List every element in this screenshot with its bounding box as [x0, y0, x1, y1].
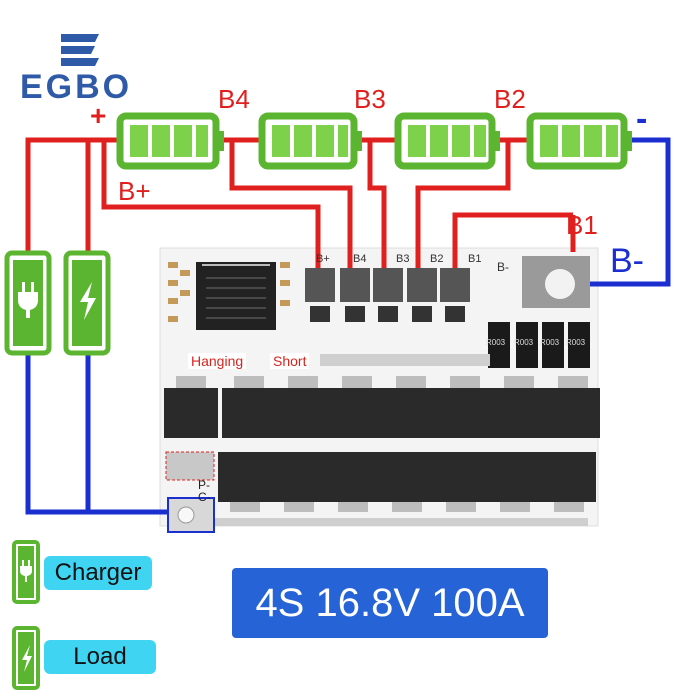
battery-cells: [116, 112, 632, 170]
cell-label-b1: B1: [566, 210, 598, 240]
negative-wires: [25, 137, 671, 515]
brand-name: EGBO: [20, 68, 133, 106]
pack-negative-label: -: [636, 100, 648, 138]
egbo-logo-icon: [61, 34, 99, 66]
pcb-board: [159, 247, 600, 533]
cell-label-b4: B4: [218, 84, 250, 114]
resistor-marking: R003: [540, 338, 560, 347]
cell-label-b3: B3: [354, 84, 386, 114]
resistor-marking: R003: [566, 338, 586, 347]
pad-label-b1: B1: [468, 253, 482, 265]
load-device: [63, 250, 111, 356]
legend-load: Load: [44, 640, 156, 674]
legend-charger: Charger: [44, 556, 152, 590]
charger-device: [4, 250, 52, 356]
pad-label-bplus: B+: [316, 253, 330, 265]
hanging-label: Hanging: [188, 353, 247, 369]
b-plus-label: B+: [118, 176, 151, 206]
resistor-marking: R003: [486, 338, 506, 347]
p-minus-label: P-: [198, 478, 210, 492]
spec-badge: 4S 16.8V 100A: [232, 568, 548, 638]
legend-charger-icon: [12, 540, 40, 604]
cell-label-b2: B2: [494, 84, 526, 114]
pad-label-b4: B4: [353, 253, 367, 265]
pack-positive-label: +: [90, 100, 107, 131]
resistor-marking: R003: [514, 338, 534, 347]
pad-label-b3: B3: [396, 253, 410, 265]
c-minus-label: C-: [198, 490, 211, 504]
pad-label-bminus: B-: [497, 260, 509, 274]
legend-load-icon: [12, 626, 40, 690]
short-label: Short: [270, 353, 310, 369]
b-minus-label: B-: [610, 242, 644, 280]
pad-label-b2: B2: [430, 253, 444, 265]
